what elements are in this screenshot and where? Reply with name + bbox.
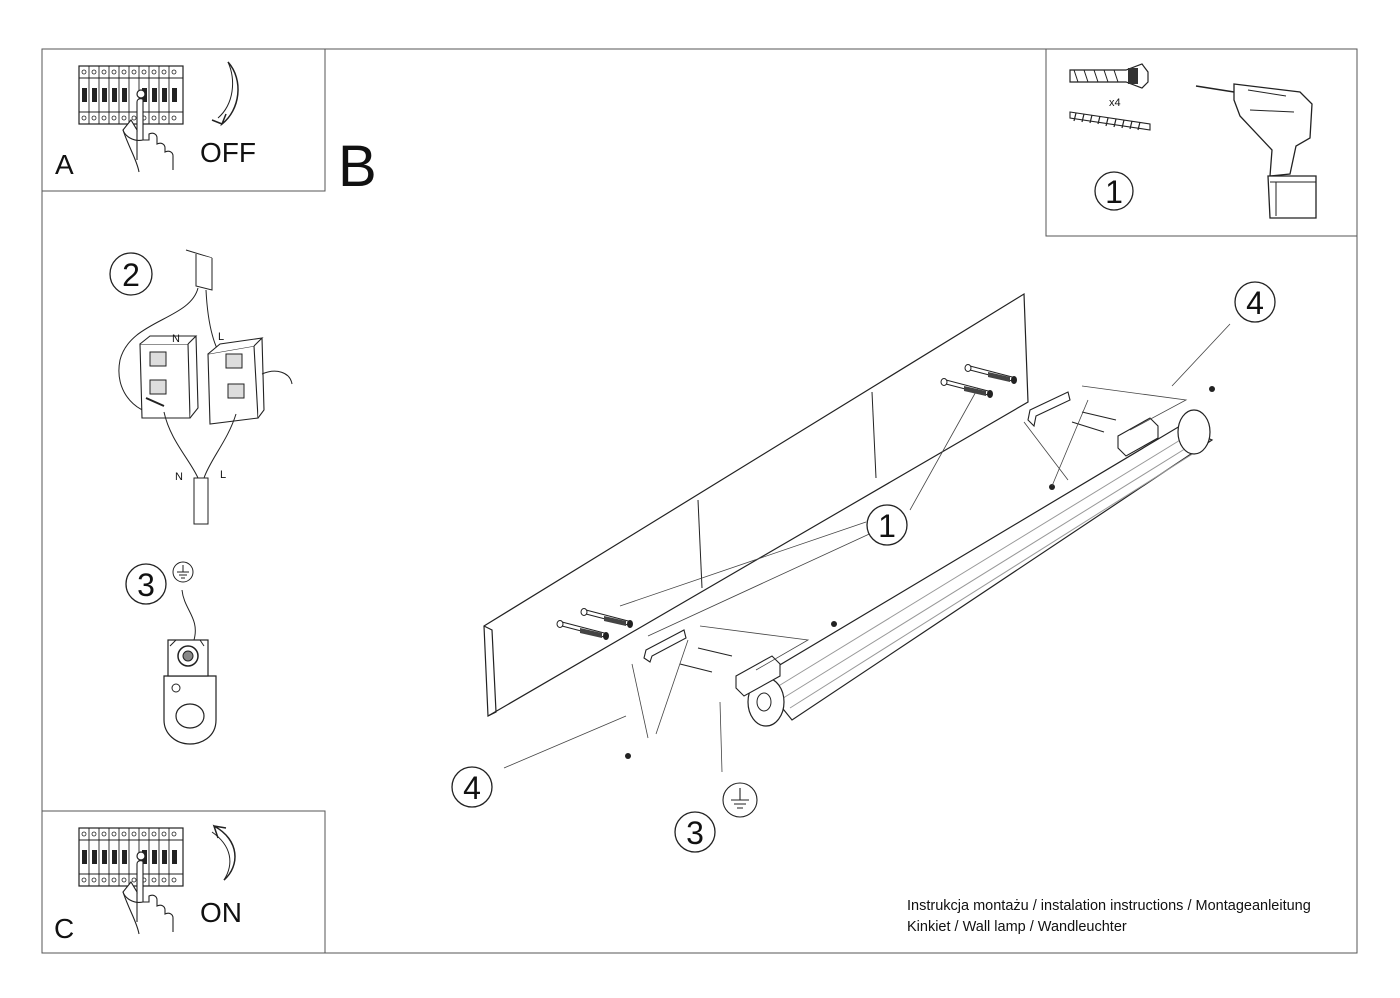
screw-icon [1069,111,1151,131]
leader-lines [503,323,1231,773]
drill-icon [1195,83,1317,219]
panel-a: A OFF [41,48,326,192]
ground-diagram: 3 [125,561,217,745]
wall-plug-icon [1069,63,1149,89]
svg-text:1: 1 [878,508,896,544]
sheet-border [41,48,1358,954]
svg-text:3: 3 [686,815,704,851]
wall-plate [483,292,1029,718]
panel-a-action: OFF [200,137,256,168]
terminal-block-icon [139,335,199,419]
panel-b-letter: B [338,134,377,199]
footer-line-2: Kinkiet / Wall lamp / Wandleuchter [907,919,1127,935]
wiring-label-l-bottom: L [220,469,226,481]
wall-lamp-icon [625,386,1215,759]
ground-step-number: 3 [137,567,155,603]
callout-1: 1 [866,504,908,546]
wiring-diagram: 2 N L N L [109,249,293,525]
breaker-panel-icon [78,827,184,887]
callout-4-right: 4 [1234,281,1276,323]
ground-symbol-icon [172,561,194,583]
mounting-bracket-icon [643,391,1117,673]
panel-a-letter: A [55,149,74,180]
wiring-label-n-bottom: N [175,471,183,483]
wiring-step-number: 2 [122,257,140,293]
panel-c: C ON [41,810,326,954]
tools-step-number: 1 [1105,174,1123,210]
curved-arrow-icon [212,824,236,881]
footer-line-1: Instrukcja montażu / instalation instruc… [907,898,1311,914]
terminal-block-icon [207,337,293,425]
svg-text:4: 4 [1246,285,1264,321]
wiring-label-n-top: N [172,333,180,345]
panel-c-letter: C [54,913,74,944]
tools-quantity: x4 [1109,97,1121,109]
wiring-label-l-top: L [218,331,224,343]
svg-text:4: 4 [463,770,481,806]
ground-symbol-icon [722,782,758,818]
tools-panel: x4 1 [1045,48,1358,237]
callout-3: 3 [674,811,716,853]
panel-c-action: ON [200,897,242,928]
breaker-panel-icon [78,65,184,125]
footer-instructions: Instrukcja montażu / instalation instruc… [907,896,1311,938]
callout-4-left: 4 [451,766,493,808]
curved-arrow-icon [211,61,239,127]
